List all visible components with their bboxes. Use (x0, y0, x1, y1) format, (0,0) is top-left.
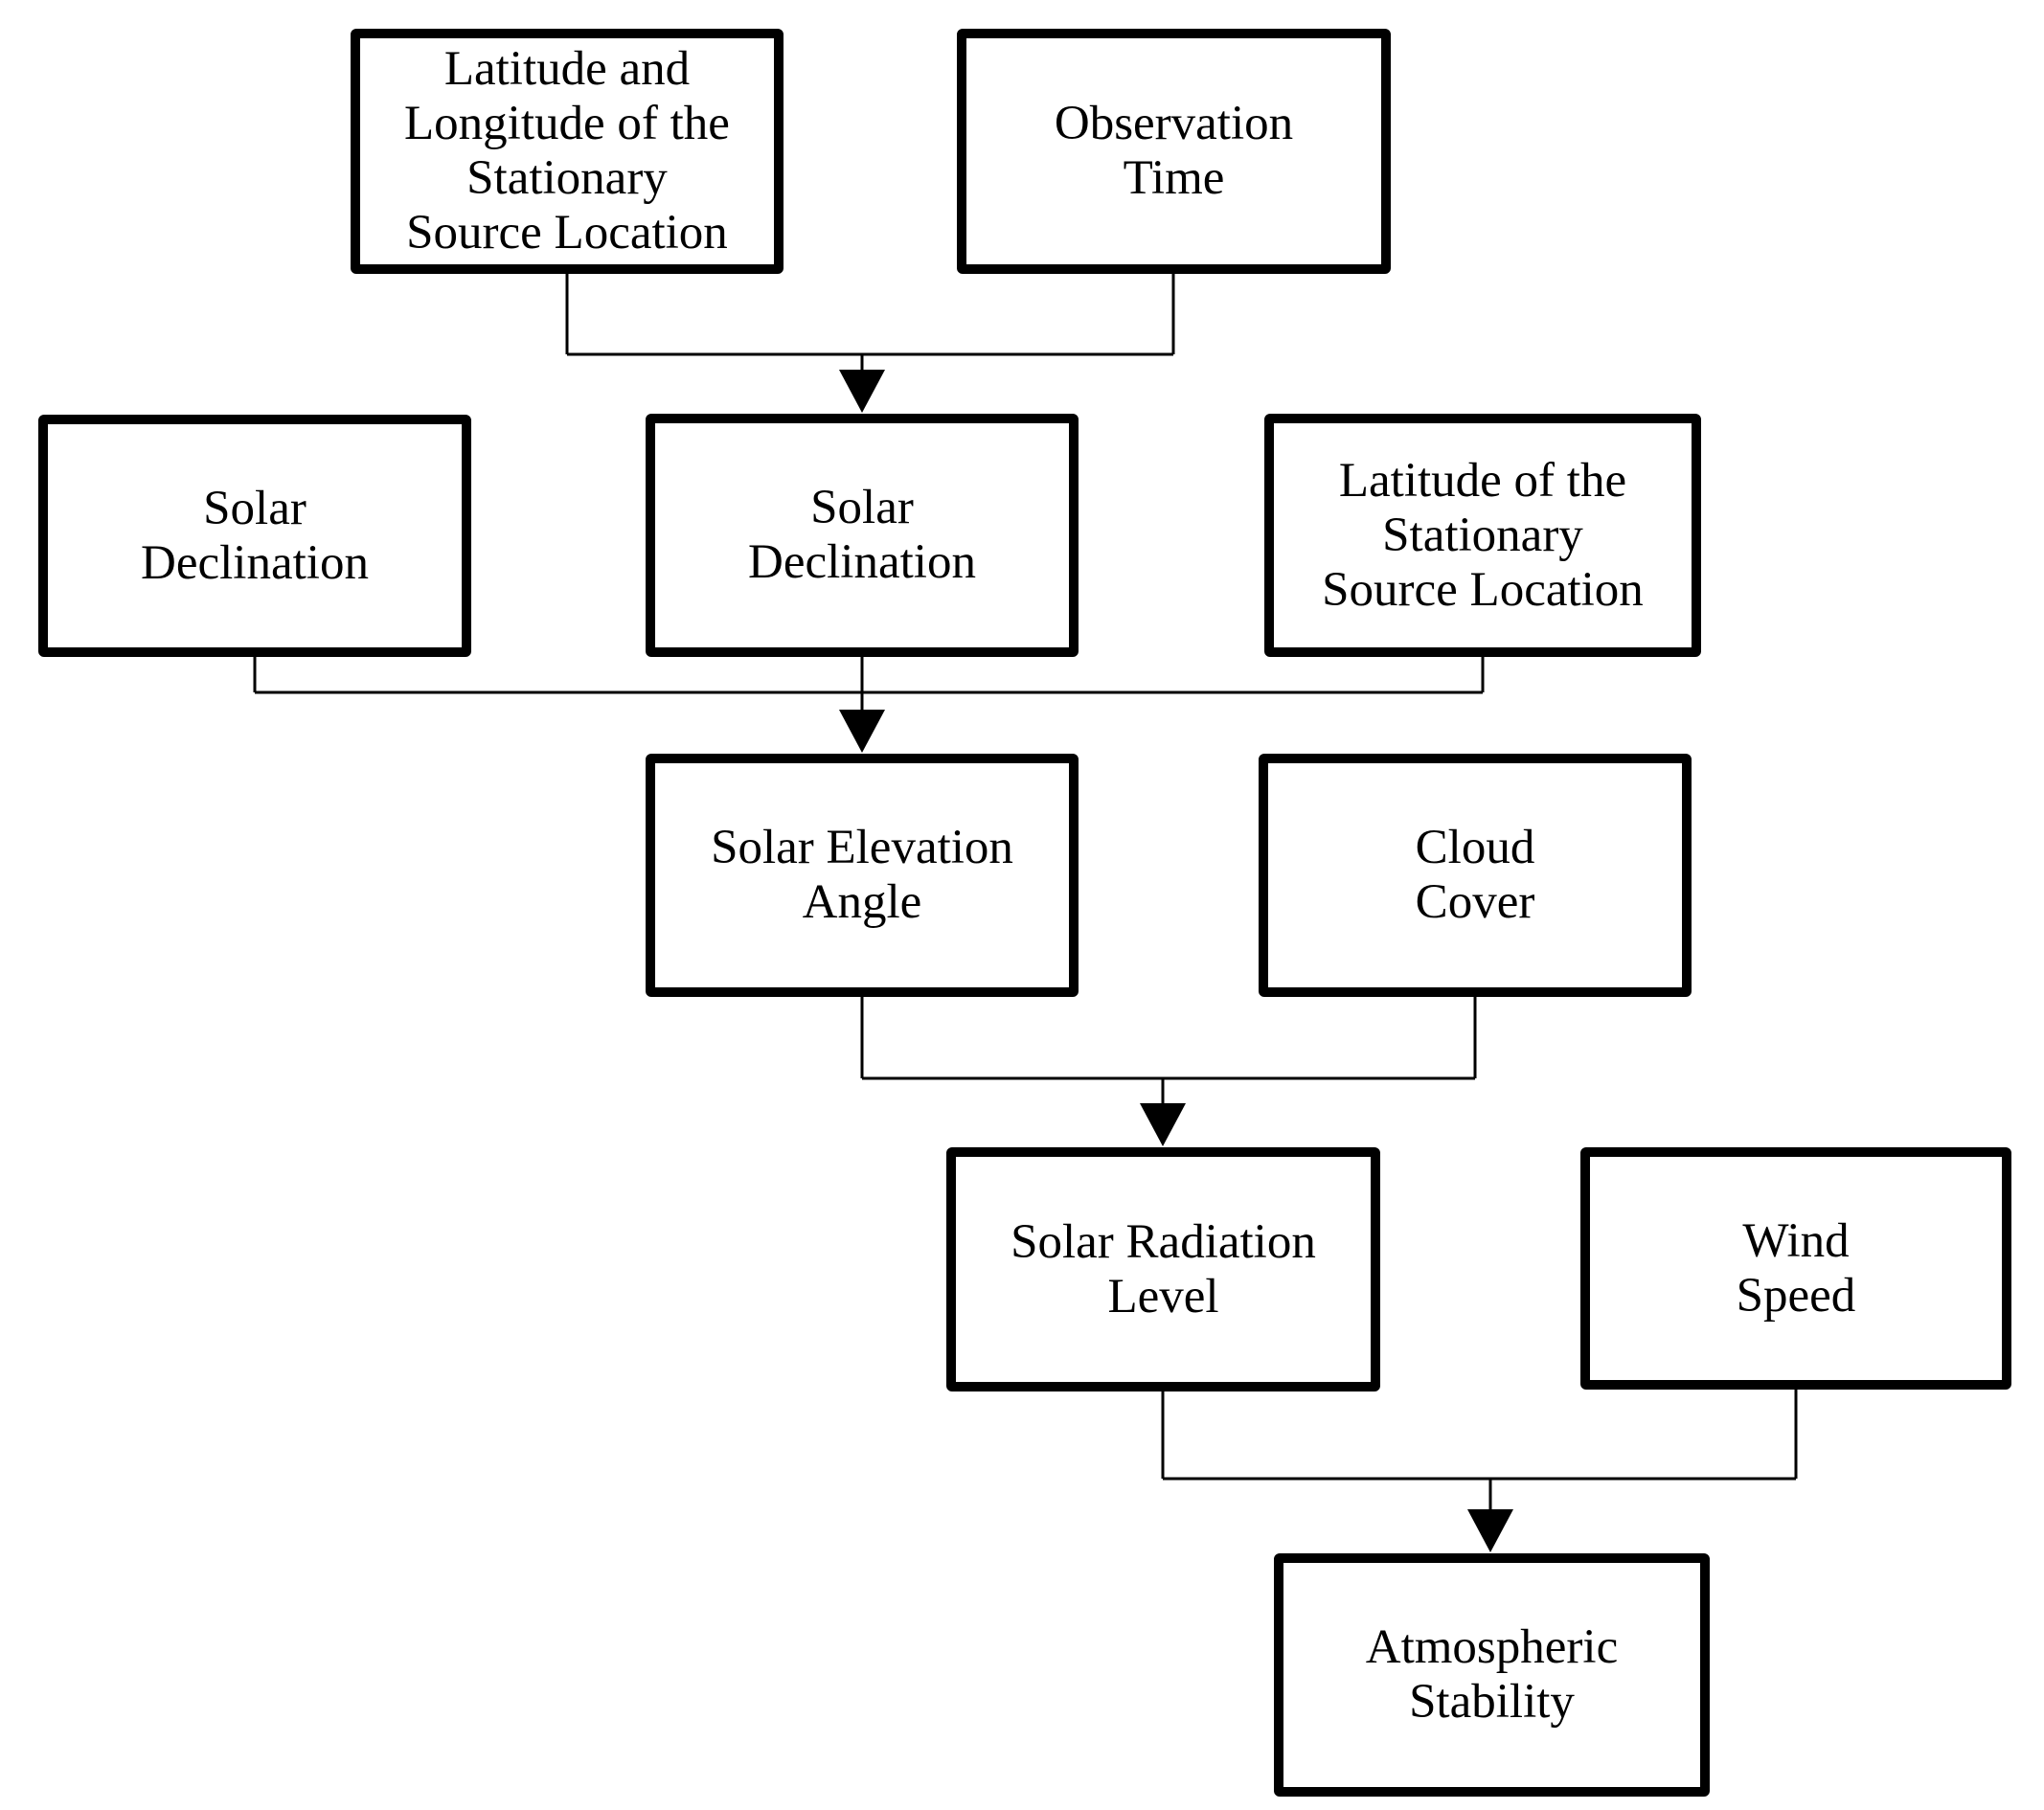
node-label: Latitude of the Stationary Source Locati… (1322, 453, 1644, 617)
node-solar-declination-center: Solar Declination (646, 414, 1079, 657)
node-label: Solar Declination (748, 481, 976, 589)
node-label: Solar Radiation Level (1011, 1214, 1316, 1324)
arrow-down-marker (1140, 1103, 1186, 1146)
arrow-down-marker (839, 370, 885, 413)
arrow-down-marker (839, 710, 885, 753)
node-solar-radiation-level: Solar Radiation Level (946, 1147, 1380, 1391)
node-latitude-stationary-source: Latitude of the Stationary Source Locati… (1264, 414, 1701, 657)
node-lat-lon-stationary-source: Latitude and Longitude of the Stationary… (351, 29, 784, 274)
edge-row3-to-solar-radiation (860, 995, 1477, 1109)
edge-row1-to-solar-declination (565, 272, 1175, 375)
edge-row2-to-solar-elevation (253, 655, 1485, 715)
arrow-down-marker (1467, 1509, 1513, 1552)
node-label: Observation Time (1054, 97, 1294, 205)
node-label: Latitude and Longitude of the Stationary… (404, 42, 730, 260)
node-wind-speed: Wind Speed (1580, 1147, 2011, 1390)
node-atmospheric-stability: Atmospheric Stability (1274, 1553, 1710, 1797)
node-label: Atmospheric Stability (1365, 1620, 1619, 1729)
node-label: Wind Speed (1736, 1213, 1856, 1323)
node-observation-time: Observation Time (957, 29, 1391, 274)
node-solar-elevation-angle: Solar Elevation Angle (646, 754, 1079, 997)
node-label: Cloud Cover (1415, 821, 1535, 929)
node-solar-declination-left: Solar Declination (38, 415, 471, 657)
node-label: Solar Elevation Angle (711, 821, 1013, 929)
node-cloud-cover: Cloud Cover (1259, 754, 1692, 997)
edge-row4-to-atmospheric-stability (1161, 1388, 1798, 1515)
node-label: Solar Declination (141, 481, 369, 590)
